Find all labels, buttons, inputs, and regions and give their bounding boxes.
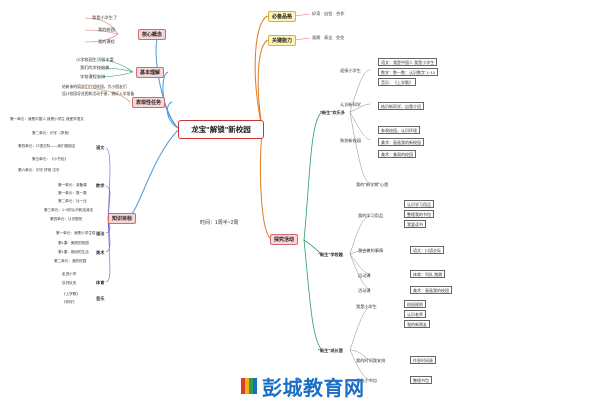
- math-item: 第一单元：数一数: [58, 191, 87, 195]
- sub-label: 认识新同学: [340, 102, 361, 107]
- activity-box: 认识老师: [404, 310, 426, 318]
- art-item: 第1课：美丽的校园: [58, 241, 89, 245]
- core-concept-item: 我的校园: [98, 27, 115, 32]
- understanding-item: 学校课程安排: [80, 74, 106, 79]
- understanding-item: 小学校园生活很丰富: [76, 57, 114, 62]
- activity-box: 整理书包: [410, 376, 432, 384]
- pe-item: 队列队形: [62, 281, 77, 285]
- pe-item: 走进小学: [62, 272, 77, 276]
- book-logo-icon: [240, 376, 258, 396]
- quality-item: 好奇: [312, 11, 321, 16]
- activity-box: 语文：我是中国人 我是小学生: [378, 58, 438, 66]
- key-abilities-node: 关键能力: [268, 35, 297, 46]
- activity-box: 我的新朋友: [404, 320, 430, 328]
- subject-art: 美术: [96, 250, 105, 255]
- sub-label: 活动课: [358, 288, 371, 293]
- core-concept-item: 我的课程: [98, 39, 115, 44]
- morality-item: 第一单元：我是小学生啦: [56, 231, 96, 235]
- sub-label: 我会做的事情: [358, 248, 384, 253]
- branch-label: "新生"学校趣: [318, 252, 343, 257]
- chinese-item: 第四单元：口语交际——我们做朋友: [18, 144, 76, 148]
- sub-label: 我的小书包: [356, 378, 377, 383]
- subject-morality: 道法: [96, 231, 105, 236]
- subject-pe: 体育: [96, 280, 105, 285]
- music-item: 《你好》: [62, 300, 77, 304]
- ability-item: 观察: [312, 35, 321, 40]
- sub-label: 我的时间我安排: [356, 358, 386, 363]
- basic-understanding-node: 基本理解: [136, 67, 165, 78]
- inquiry-activities-node: 探究活动: [270, 234, 299, 245]
- math-item: 第四单元：认识图形: [50, 217, 83, 221]
- activity-box: 美术：画画我的新校园: [378, 138, 424, 146]
- performance-task-node: 表现性任务: [132, 97, 166, 108]
- performance-text: 给新来的同学们介绍校园，为小朋友们: [62, 85, 127, 89]
- music-item: 《上学歌》: [62, 292, 80, 296]
- activity-box: 数学：数一数：认识数字 1~10: [378, 68, 439, 76]
- chinese-item: 第二单元：识字（拼音）: [32, 131, 72, 135]
- sub-label: 我是小学生: [356, 304, 377, 309]
- ability-item: 交往: [336, 35, 345, 40]
- activity-box: 音乐：《上学歌》: [378, 78, 416, 86]
- branch-label: "新生"欢乐多: [320, 110, 345, 115]
- activity-box: 整理我的书包: [404, 210, 434, 218]
- chinese-item: 第六单元：识字 拼音 汉字: [18, 168, 60, 172]
- activity-box: 我爱读书: [404, 220, 426, 228]
- art-item: 第二单元：我的校园: [54, 259, 87, 263]
- ability-item: 表达: [324, 35, 333, 40]
- art-item: 第1课：缤纷的生活: [58, 250, 89, 254]
- activity-box: 认识学习用品: [404, 200, 434, 208]
- activity-box: 校园规则: [404, 300, 426, 308]
- activity-box: 结识新同学，自我介绍: [378, 102, 424, 110]
- quality-item: 合作: [336, 11, 345, 16]
- central-topic: 龙宝"解锁"新校园: [178, 120, 264, 139]
- math-item: 第二单元：比一比: [58, 199, 87, 203]
- activity-box: 作息时间表: [410, 356, 436, 364]
- subject-math: 数学: [96, 183, 105, 188]
- duration-label: 时间：1周半~2周: [200, 220, 239, 226]
- activity-box: 体育：列队 跑跳: [410, 270, 446, 278]
- performance-text: 设计校园导览图和活动手册，做好入学准备: [62, 92, 135, 96]
- core-concept-item: 我是小学生了: [92, 15, 118, 20]
- core-concept-node: 核心概念: [138, 29, 167, 40]
- activity-box: 语文：口语交际: [410, 246, 444, 254]
- sub-label: 迎接小学生: [340, 68, 361, 73]
- quality-item: 自信: [324, 11, 333, 16]
- sub-label: 运动课: [358, 273, 371, 278]
- sub-label: 我的学习用品: [358, 213, 384, 218]
- sub-label: 熟悉新校园: [340, 138, 361, 143]
- subject-chinese: 语文: [96, 145, 105, 150]
- chinese-item: 第一单元：我是中国人 我是小学生 我爱学语文: [10, 117, 84, 121]
- essential-qualities-node: 必备品格: [268, 11, 297, 22]
- understanding-item: 我们的学校很美: [80, 65, 110, 70]
- logo-text: 彭城教育网: [262, 377, 365, 400]
- sub-label: 我的"新学期"心愿: [356, 182, 389, 187]
- math-item: 第一单元：准备课: [58, 183, 87, 187]
- activity-box: 美术：美丽的校园: [378, 150, 416, 158]
- activity-box: 参观校园，认识环境: [378, 126, 420, 134]
- chinese-item: 第五单元：《小书包》: [32, 157, 68, 161]
- activity-box: 美术：画画我的校园: [410, 286, 452, 294]
- math-item: 第三单元：1~5的认识和加减法: [44, 208, 94, 212]
- site-logo: 彭城教育网: [240, 374, 365, 400]
- knowledge-goals-node: 知识目标: [108, 213, 137, 224]
- subject-music: 音乐: [96, 296, 105, 301]
- branch-label: "新生"成长营: [318, 348, 343, 353]
